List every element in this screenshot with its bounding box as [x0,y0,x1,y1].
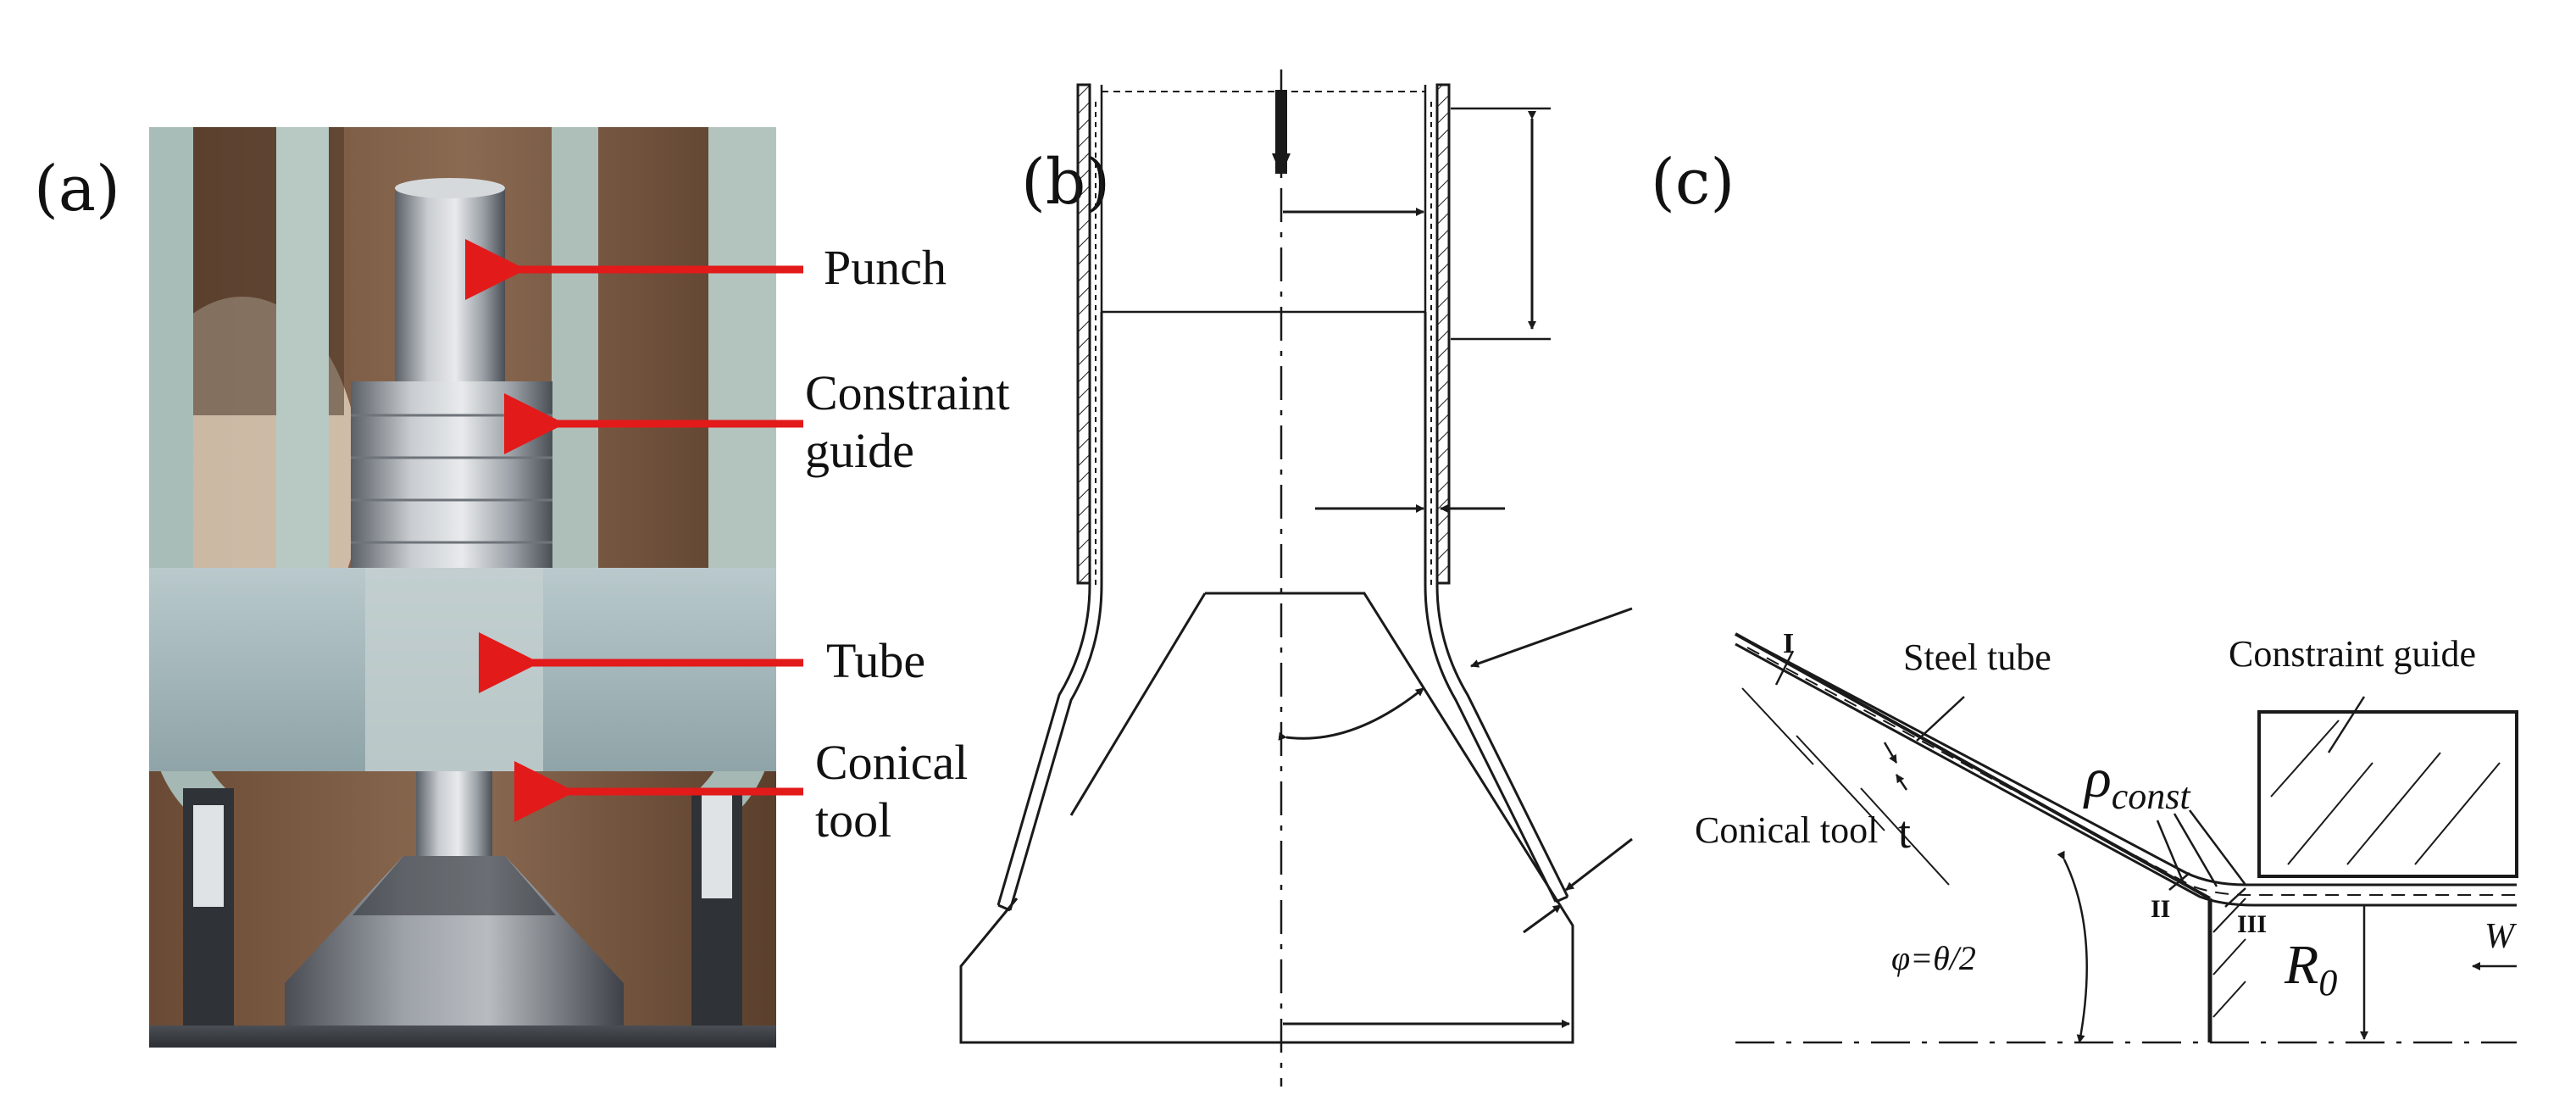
bend-radius-arrow [1470,607,1633,668]
label-zone-1: I [1783,628,1794,659]
tube-right-outer [1435,85,1569,898]
label-force-w: W [2484,917,2518,956]
press-photo [149,127,776,1048]
angle-arc-c [2057,850,2088,1043]
cone-surface [1735,632,2211,900]
callout-punch: Punch [824,240,947,295]
label-rho: ρconst [2083,748,2191,817]
label-constraint-guide: Constraint guide [2229,633,2476,675]
cone-angle-arc [1278,686,1424,741]
wall-arrow-upper [1565,837,1633,892]
panel-label-a: (a) [34,153,120,225]
tube-left-inner [1008,312,1103,911]
label-radius: R0 [2284,934,2337,1003]
label-conical-tool: Conical tool [1695,809,1878,851]
callout-tube: Tube [826,633,926,688]
label-zone-2: II [2151,895,2170,923]
thickness-arrow-c-upper [1883,742,1898,764]
label-angle: φ=θ/2 [1891,939,1976,977]
wall-arrow-lower [1523,903,1562,934]
label-zone-3: III [2237,910,2267,938]
callout-constraint-guide: Constraint guide [805,365,1010,479]
label-thickness: t [1898,807,1911,858]
press-photo-drawing [149,127,776,1048]
tube-left-outer [997,85,1091,906]
panel-label-c: (c) [1651,146,1735,219]
thickness-arrow-c-lower [1895,774,1908,791]
callout-conical-tool: Conical tool [815,735,969,848]
constraint-guide-c [2257,710,2518,878]
label-steel-tube: Steel tube [1903,636,2051,678]
tube-right-inner [1424,312,1557,903]
tube-inner-c [1735,642,2517,907]
